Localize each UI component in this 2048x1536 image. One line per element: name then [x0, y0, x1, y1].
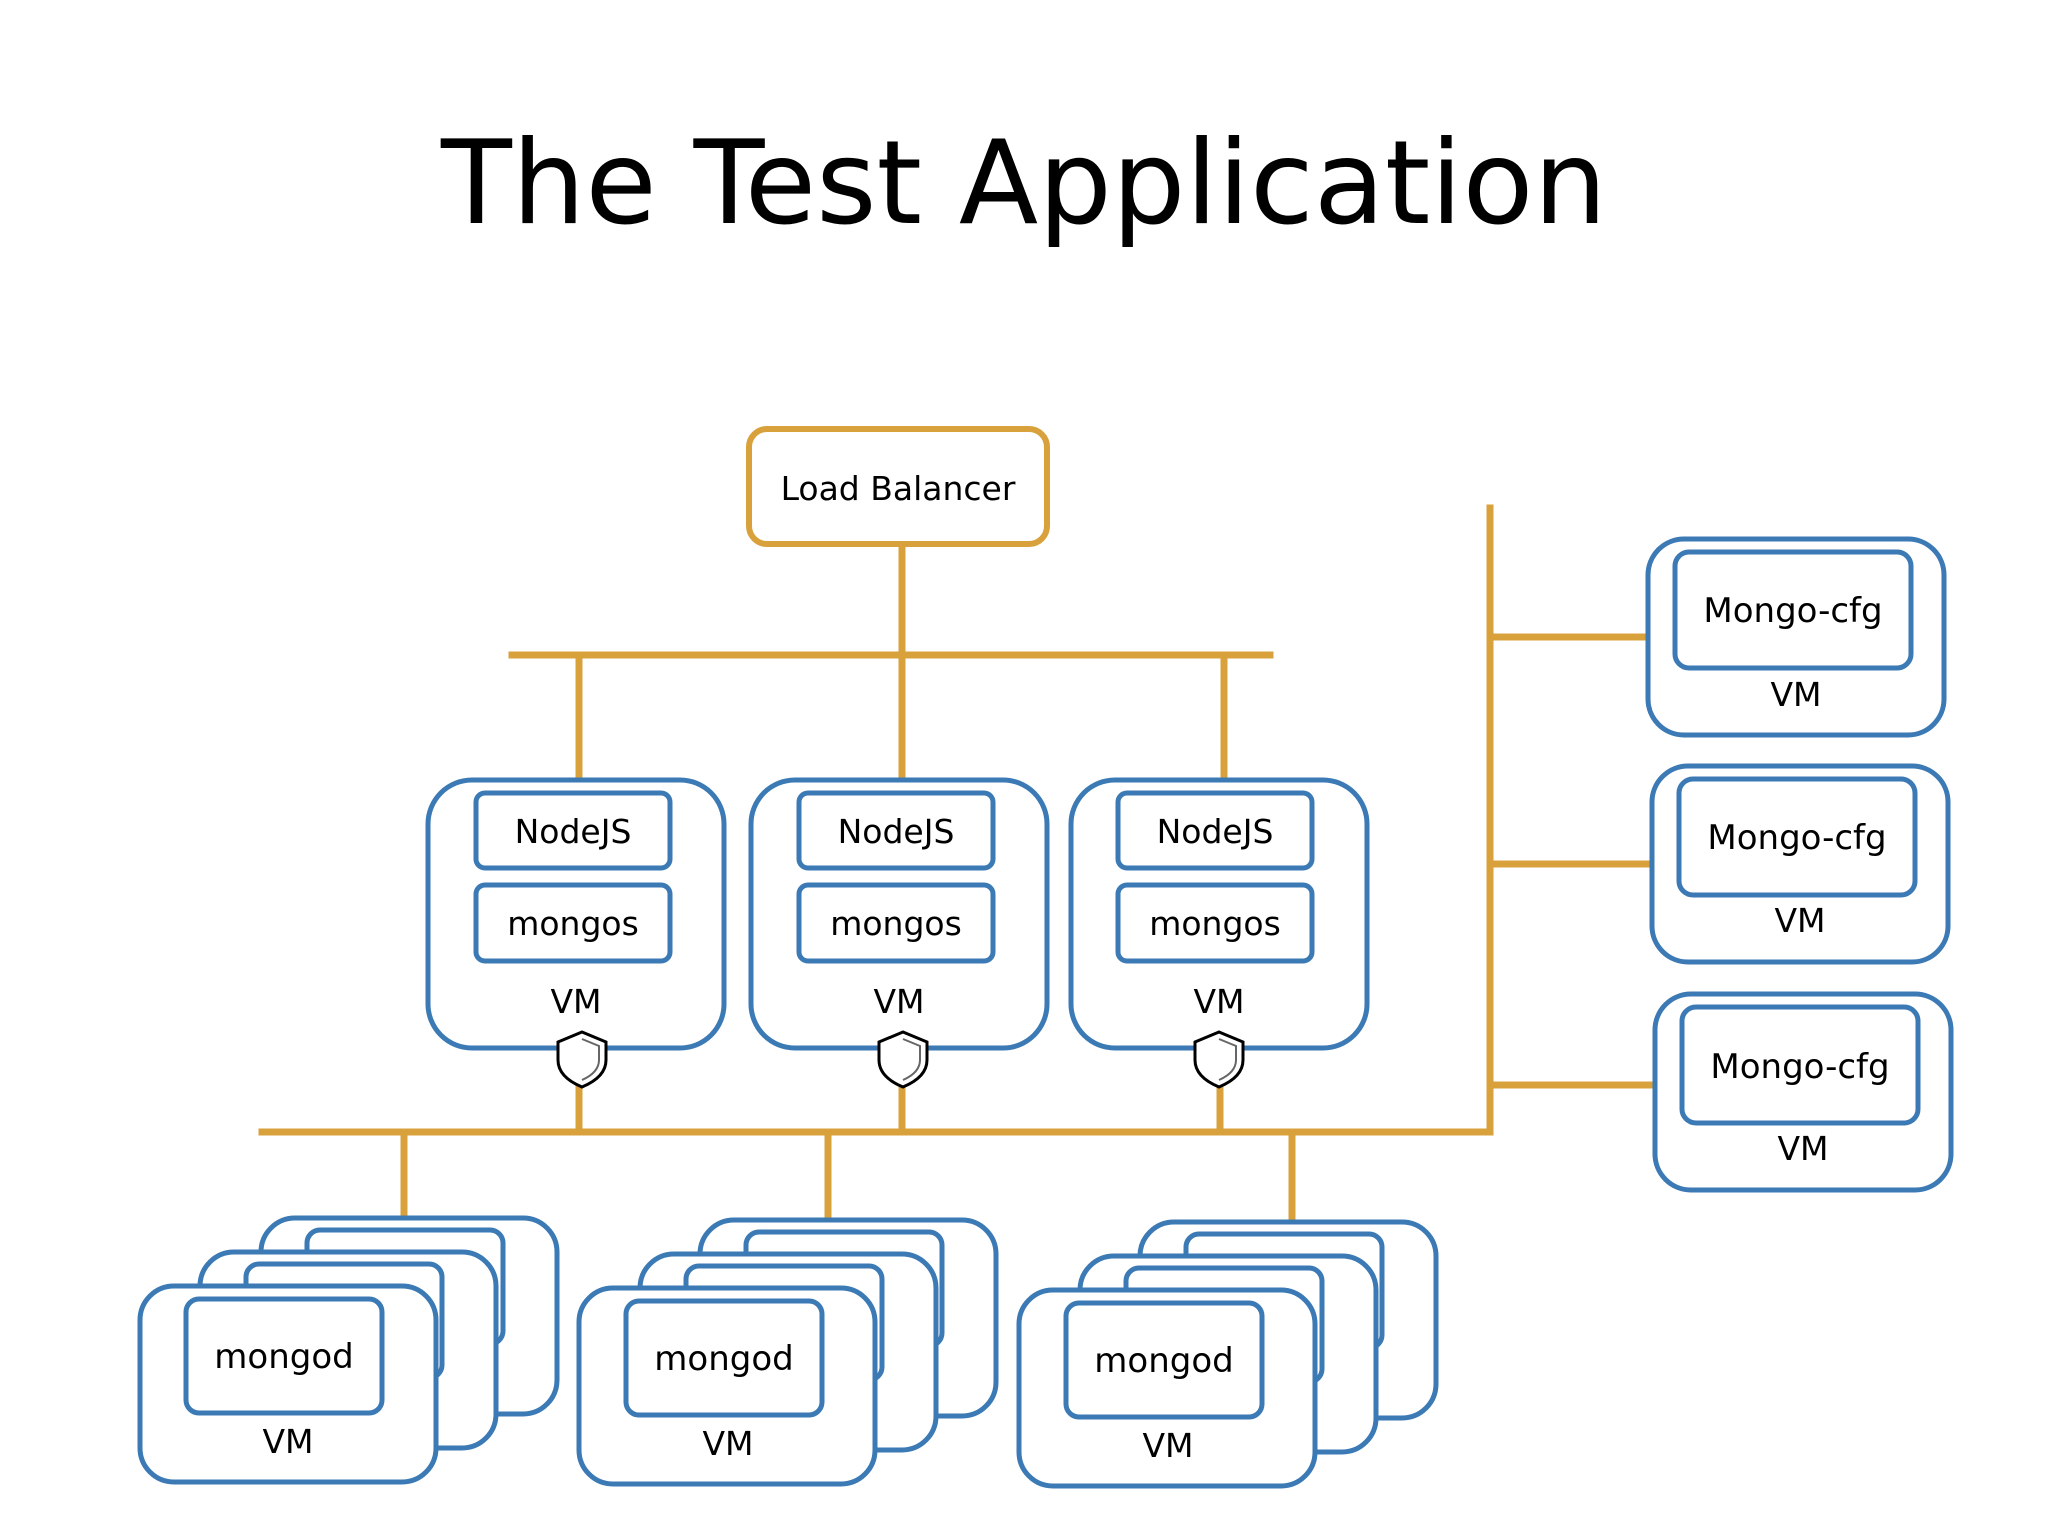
load-balancer-label: Load Balancer: [781, 469, 1016, 508]
mongod-process-label: mongod: [654, 1339, 793, 1379]
mongo-cfg-process-box: [1676, 776, 1918, 898]
app-server-1: NodeJS mongos VM: [425, 777, 727, 1089]
vm-label: VM: [1193, 982, 1244, 1021]
shield-icon: [1193, 1030, 1245, 1089]
mongos-process-box: [473, 882, 673, 964]
data-server-stack-2: mongod VM: [576, 1217, 999, 1487]
network-lines: [258, 504, 1656, 1222]
shield-icon: [877, 1030, 929, 1089]
vm-label: VM: [873, 982, 924, 1021]
shield-icon: [556, 1030, 608, 1089]
nodejs-process-label: NodeJS: [838, 812, 955, 851]
mongos-process-box: [1115, 882, 1315, 964]
mongod-process-label: mongod: [1094, 1341, 1233, 1381]
vm-label: VM: [1777, 1129, 1828, 1168]
vm-label: VM: [1142, 1426, 1193, 1465]
mongos-process-label: mongos: [1149, 904, 1281, 943]
mongos-process-label: mongos: [507, 904, 639, 943]
nodejs-process-label: NodeJS: [515, 812, 632, 851]
mongos-process-label: mongos: [830, 904, 962, 943]
load-balancer: Load Balancer: [746, 426, 1050, 547]
mongo-cfg-process-label: Mongo-cfg: [1707, 818, 1886, 858]
config-server-1: Mongo-cfg VM: [1645, 536, 1947, 738]
nodejs-process-label: NodeJS: [1157, 812, 1274, 851]
mongod-process-box: [183, 1296, 385, 1416]
data-server-stack-1: mongod VM: [137, 1215, 560, 1485]
nodejs-process-box: [473, 790, 673, 871]
mongod-process-box: [623, 1298, 825, 1418]
nodejs-process-box: [1115, 790, 1315, 871]
slide-title: The Test Application: [440, 116, 1608, 251]
mongod-process-box: [1063, 1300, 1265, 1420]
vm-label: VM: [262, 1422, 313, 1461]
mongo-cfg-process-box: [1679, 1004, 1921, 1126]
app-server-2: NodeJS mongos VM: [748, 777, 1050, 1089]
mongo-cfg-process-label: Mongo-cfg: [1703, 591, 1882, 631]
vm-label: VM: [702, 1424, 753, 1463]
vm-label: VM: [550, 982, 601, 1021]
mongos-process-box: [796, 882, 996, 964]
load-balancer-box: [746, 426, 1050, 547]
config-server-3: Mongo-cfg VM: [1652, 991, 1954, 1193]
nodejs-process-box: [796, 790, 996, 871]
vm-label: VM: [1770, 675, 1821, 714]
mongod-process-label: mongod: [214, 1337, 353, 1377]
mongo-cfg-process-label: Mongo-cfg: [1710, 1047, 1889, 1087]
data-server-stack-3: mongod VM: [1016, 1219, 1439, 1489]
vm-label: VM: [1774, 901, 1825, 940]
mongo-cfg-process-box: [1672, 549, 1914, 671]
config-server-2: Mongo-cfg VM: [1649, 763, 1951, 965]
app-server-3: NodeJS mongos VM: [1068, 777, 1370, 1089]
